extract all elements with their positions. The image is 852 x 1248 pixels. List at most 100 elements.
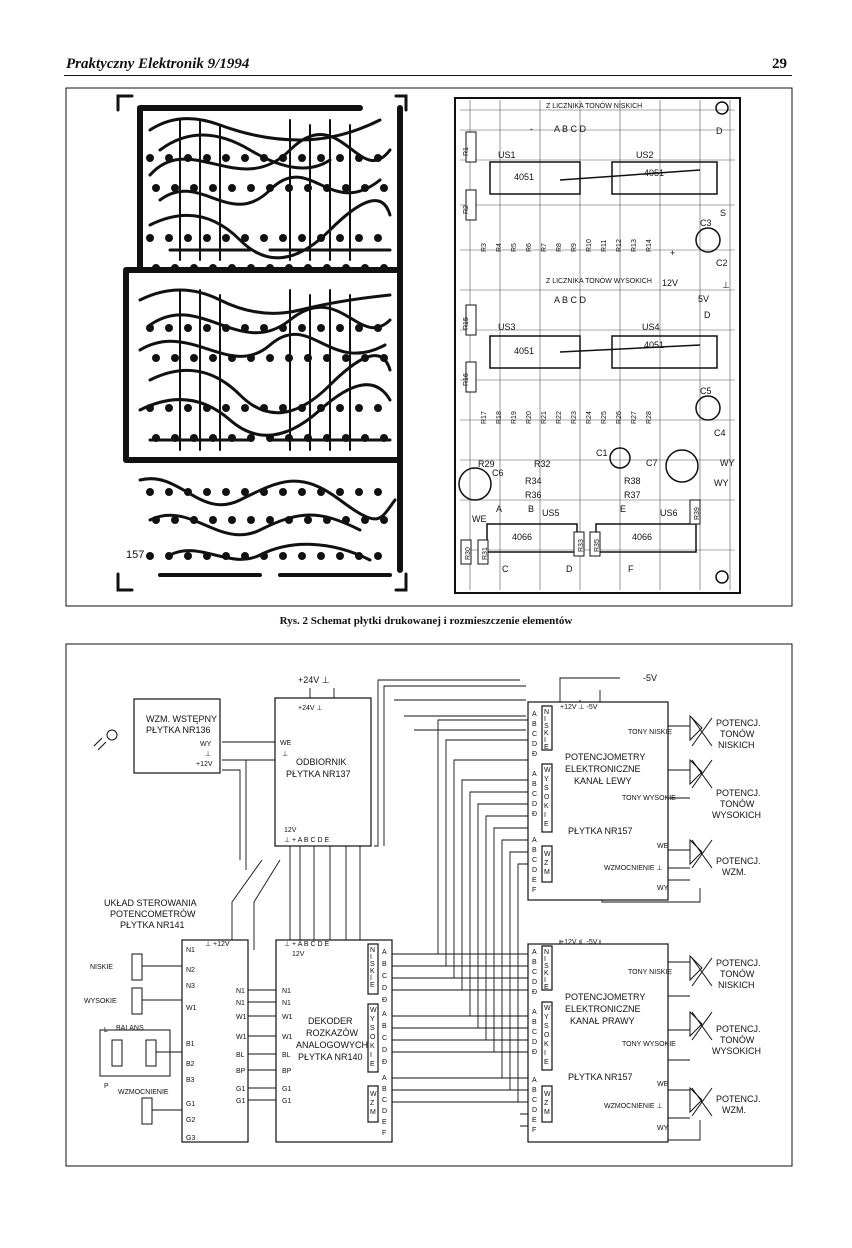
pot-left-wysokie-pin: D [532,801,537,808]
pcb-pad [361,354,369,362]
resistor-label-upper: R14 [646,239,653,252]
dek-wysokie-pin: A [382,1011,387,1018]
potout3-l1: POTENCJ. [716,856,761,866]
pcb-pad [298,154,306,162]
resistor-label-lower: R21 [541,411,548,424]
potout3-l2: WZM. [722,867,746,877]
potout2-l1: POTENCJ. [716,788,761,798]
tag-niskie-right [541,945,553,991]
pcb-pad [323,434,331,442]
pcb-pad [165,154,173,162]
pin-s-upper: S [720,208,726,218]
cap-c2: C2 [716,258,728,268]
dek-in-pin: G1 [282,1098,291,1105]
pcb-pad [380,434,388,442]
pcb-pad [298,324,306,332]
potout5-l3: WYSOKICH [712,1046,761,1056]
pcb-pad [374,552,382,560]
pcb-pad [260,488,268,496]
dek-wysokie-pin: D [382,1047,387,1054]
pot-left-niskie-pin: A [532,711,537,718]
pcb-pad [342,184,350,192]
pcb-pad [228,434,236,442]
pcb-pad [152,516,160,524]
pcb-pad [247,184,255,192]
resistor-label-lower: R22 [556,411,563,424]
pot-left-wzm-pin: E [532,877,537,884]
tag-letter: M [544,869,550,876]
dek-out-pin: W1 [236,1034,247,1041]
tag-letter: W [370,1007,377,1014]
cap-c1: C1 [596,448,608,458]
pin-d-upper: D [716,126,723,136]
tag-letter: S [544,785,549,792]
tag-letter: S [370,961,375,968]
pcb-pad [203,324,211,332]
resistor-label-upper: R4 [496,243,503,252]
resistor-label-lower: R20 [526,411,533,424]
pcb-pad [361,516,369,524]
pot-right-wzm-pin: C [532,1097,537,1104]
dek-line4: PŁYTKA NR140 [298,1052,363,1062]
potout6-l1: POTENCJ. [716,1094,761,1104]
tag-letter: E [370,982,375,989]
pcb-pad [285,264,293,272]
pcb-pad [336,234,344,242]
board-number: 157 [126,549,144,561]
resistor-label-lower: R18 [496,411,503,424]
pcb-pad [266,184,274,192]
tag-letter: N [544,949,549,956]
pin-a: A [496,504,502,514]
pcb-copper-layout [116,94,408,592]
lower-counter-caption: Z LICZNIKA TONÓW WYSOKICH [546,276,652,285]
block-frame [65,643,793,1167]
dek-in-pin: W1 [282,1034,293,1041]
odb-bottom-pins: ⊥ + A B C D E [284,837,330,844]
pcb-pad [380,184,388,192]
tag-letter: E [544,744,549,751]
dek-in-pin: BL [282,1052,291,1059]
we-right: WE [657,1081,669,1088]
tag-letter: Y [544,776,549,783]
resistor-label-lower: R19 [511,411,518,424]
pcb-pad [304,264,312,272]
placement-outline [454,97,741,594]
group-tag-letters: NISKIEWYSOKIEWZMNISKIEWYSOKIEWZMNISKIEWY… [370,709,551,1116]
pcb-pad [241,488,249,496]
pot-right-wysokie-pin: C [532,1029,537,1036]
pcb-pad [323,516,331,524]
pcb-pad [209,354,217,362]
pcb-pad [203,154,211,162]
pcb-pad [374,488,382,496]
pcb-pad [171,354,179,362]
pot-right-wysokie-pin: A [532,1009,537,1016]
ic-label-3: US3 [498,322,516,332]
dek-out-pin: N1 [236,1000,245,1007]
ic-type-3: 4051 [514,346,534,356]
pot-right-line3: KANAŁ PRAWY [570,1016,635,1026]
dek-line3: ANALOGOWYCH [296,1040,368,1050]
pcb-pad [171,516,179,524]
page-number: 29 [772,56,787,72]
pcb-pad [184,552,192,560]
pcb-pad [203,552,211,560]
pcb-pad [285,434,293,442]
resistor-label-lower: R25 [601,411,608,424]
pcb-pad [171,264,179,272]
odb-bottom-v: 12V [284,827,297,834]
ctrl-pin-b3: B3 [186,1077,195,1084]
pot-board-pin-labels: ABCDĐABCDĐABCDEFABCDĐABCDĐABCDEFABCDĐABC… [382,711,537,1137]
pcb-pad [203,488,211,496]
pcb-pad [228,184,236,192]
pcb-pad [209,184,217,192]
tag-letter: K [370,1043,375,1050]
pcb-pad [228,264,236,272]
tag-letter: S [544,723,549,730]
dek-out-pin: W1 [236,1014,247,1021]
pcb-pad [285,184,293,192]
res-r36: R36 [525,490,542,500]
potout5-l1: POTENCJ. [716,1024,761,1034]
pot-symbols [93,714,713,1125]
pot-left-wzm-pin: F [532,887,536,894]
